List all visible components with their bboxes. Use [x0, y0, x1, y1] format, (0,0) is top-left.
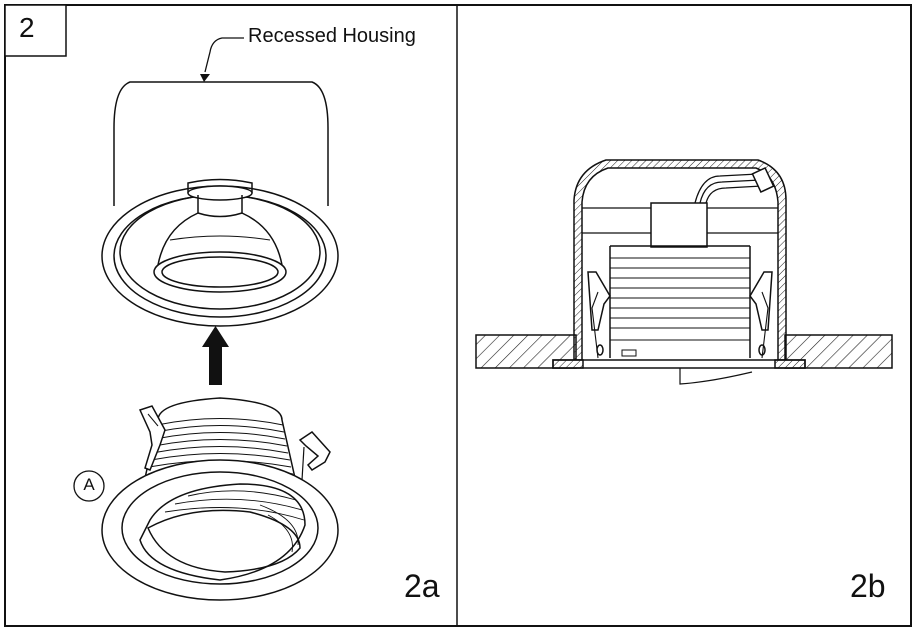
callout-leader [200, 37, 244, 82]
recessed-housing [101, 81, 339, 327]
part-marker-circle [73, 470, 105, 502]
panel-label-2b: 2b [850, 568, 886, 604]
installed-cross-section [475, 159, 893, 385]
panel-label-2a: 2a [404, 568, 440, 604]
step-number: 2 [19, 12, 35, 43]
part-marker-label: A [83, 475, 95, 494]
step-box [4, 4, 67, 57]
baffle-trim [101, 397, 339, 601]
insert-arrow-icon [202, 326, 229, 385]
outer-frame [4, 4, 912, 627]
recessed-housing-label: Recessed Housing [248, 25, 416, 47]
